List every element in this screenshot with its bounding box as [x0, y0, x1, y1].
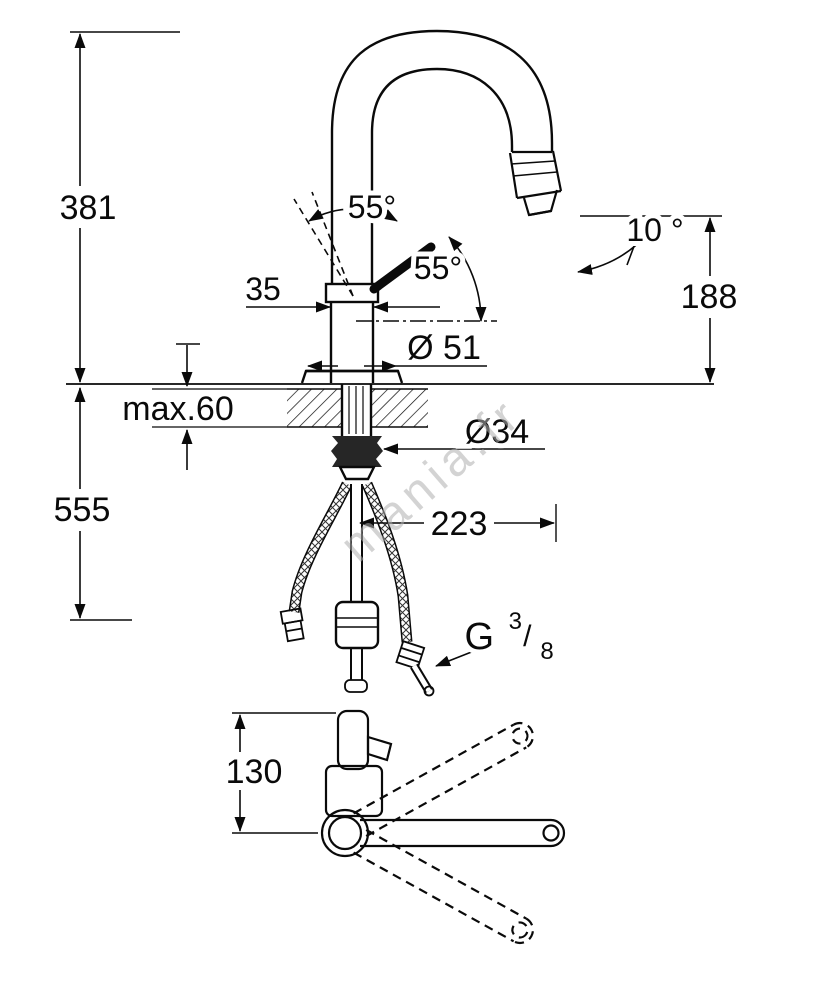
thread-size-label: G 3 / 8: [464, 599, 553, 665]
dim-hole-diameter-label: Ø34: [465, 413, 529, 451]
left-hose-fitting: [279, 607, 305, 643]
supply-hoses: [279, 481, 435, 697]
mounting-shank: [331, 384, 383, 481]
spray-head: [508, 150, 563, 217]
spray-angle-annotation: [577, 216, 658, 275]
right-hose-fitting: [395, 640, 426, 671]
dim-body-width-label: 35: [245, 271, 281, 307]
dim-swivel-offset-label: 130: [226, 753, 283, 791]
top-view-spout-swivel-up: [353, 721, 535, 838]
top-view-spout-swivel-down: [353, 828, 535, 945]
dim-base-diameter-label: Ø 51: [407, 329, 481, 367]
gooseneck-spout: [330, 29, 554, 284]
dim-spray-angle-label: 10 °: [626, 212, 683, 248]
dim-below-counter-label: 555: [54, 491, 111, 529]
lever-handle: [293, 191, 436, 297]
dim-outlet-height-label: 188: [681, 278, 738, 316]
dim-lever-angle-upper-label: 55°: [348, 189, 396, 225]
dim-lever-angle-lower-label: 55°: [414, 250, 462, 286]
top-view-spout-solid: [360, 818, 566, 848]
dimension-labels: 381 555 55° 55° 10 ° 188 35 Ø 51 max.60 …: [49, 184, 743, 796]
dim-spout-reach-label: 223: [431, 505, 488, 543]
dim-max-counter-label: max.60: [122, 390, 234, 428]
faucet-body: [300, 282, 404, 384]
top-view-drawing: [320, 709, 566, 945]
hose-weight: [334, 600, 380, 650]
countertop-section-hatch: [152, 388, 428, 428]
front-view-drawing: [66, 29, 714, 697]
lever-angle-arcs: [308, 208, 497, 322]
mounting-nut: [331, 436, 383, 467]
dim-total-height-label: 381: [60, 189, 117, 227]
top-view-lever: [324, 709, 393, 818]
dimension-lines: [70, 31, 722, 834]
